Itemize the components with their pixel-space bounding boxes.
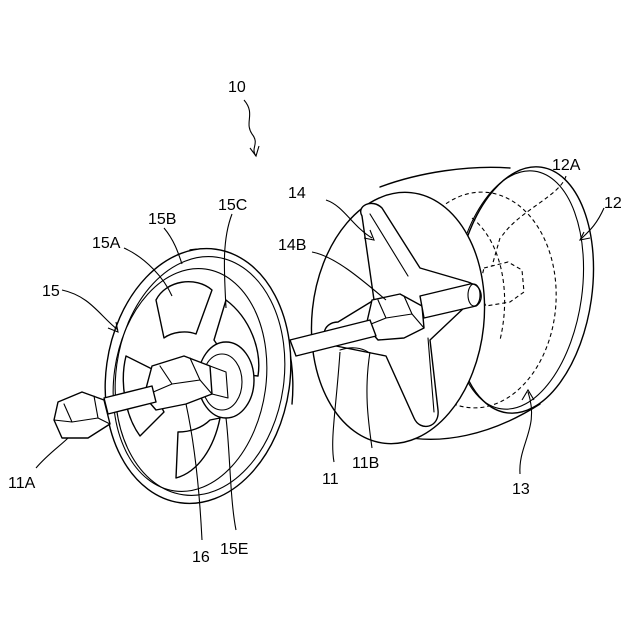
label-15: 15 <box>42 283 60 300</box>
leader-12 <box>580 208 604 240</box>
label-15C: 15C <box>218 197 247 214</box>
label-15A: 15A <box>92 235 121 252</box>
leader-13-arrow <box>522 390 534 400</box>
bolt-head <box>54 392 110 438</box>
leader-15 <box>62 290 118 330</box>
label-16: 16 <box>192 549 210 566</box>
wheel-top-edge <box>380 167 510 187</box>
leader-10 <box>244 100 256 156</box>
leader-11A <box>36 438 68 468</box>
label-14B: 14B <box>278 237 306 254</box>
label-15E: 15E <box>220 541 248 558</box>
label-14: 14 <box>288 185 306 202</box>
label-11A: 11A <box>8 475 36 492</box>
label-11: 11 <box>322 471 339 488</box>
label-13: 13 <box>512 481 530 498</box>
leader-12A <box>502 176 566 236</box>
label-10: 10 <box>228 79 246 96</box>
label-15B: 15B <box>148 211 176 228</box>
label-12: 12 <box>604 195 622 212</box>
label-12A: 12A <box>552 157 581 174</box>
label-11B: 11B <box>352 455 379 472</box>
